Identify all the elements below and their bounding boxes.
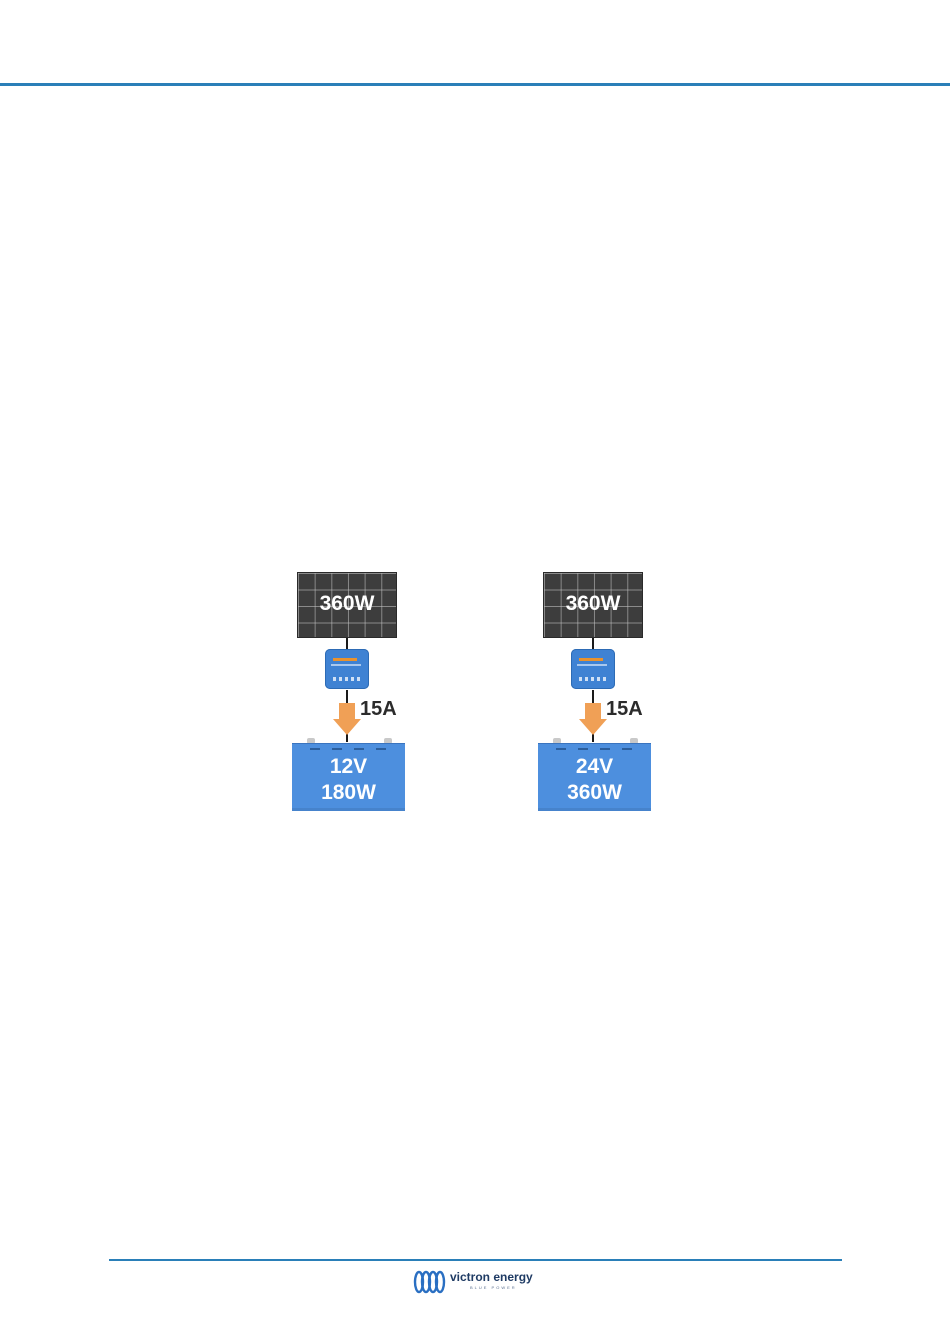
solar-panel: 360W	[297, 572, 397, 638]
logo-text: victron energy	[450, 1270, 533, 1284]
current-label: 15A	[360, 698, 397, 721]
panel-power-label: 360W	[544, 592, 642, 616]
battery: 24V 360W	[538, 743, 651, 811]
victron-logo: victron energy BLUE POWER	[412, 1266, 542, 1300]
footer-rule	[109, 1259, 842, 1261]
system-24v: 360W 15A 24V 360W	[534, 572, 674, 812]
header-rule	[0, 83, 950, 86]
current-arrow-icon	[579, 703, 607, 735]
battery-voltage: 12V	[292, 754, 405, 780]
battery: 12V 180W	[292, 743, 405, 811]
battery-voltage: 24V	[538, 754, 651, 780]
battery-power: 180W	[292, 780, 405, 806]
victron-swirl-icon	[412, 1268, 448, 1296]
current-label: 15A	[606, 698, 643, 721]
system-12v: 360W 15A 12V 180W	[288, 572, 428, 812]
logo-tagline: BLUE POWER	[470, 1285, 517, 1290]
charge-controller-icon	[571, 649, 615, 689]
solar-panel: 360W	[543, 572, 643, 638]
current-arrow-icon	[333, 703, 361, 735]
battery-power: 360W	[538, 780, 651, 806]
panel-power-label: 360W	[298, 592, 396, 616]
charge-controller-icon	[325, 649, 369, 689]
